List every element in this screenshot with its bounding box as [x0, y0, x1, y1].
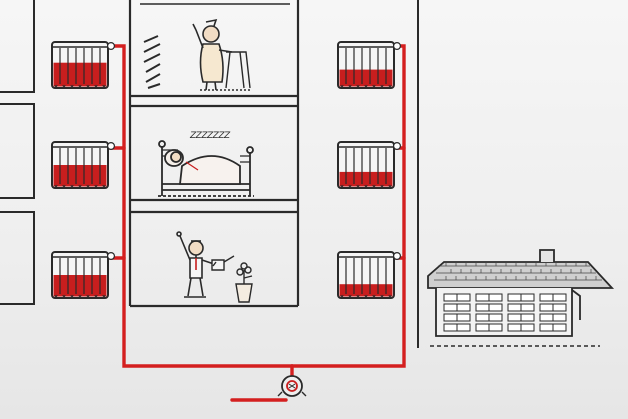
- elderly-person-with-walker: [192, 18, 252, 91]
- return-pipe-right: [290, 44, 406, 368]
- radiator-heat-level: [339, 284, 393, 297]
- left-building: [0, 0, 35, 305]
- room-top: [143, 18, 252, 91]
- radiator-icon: [337, 251, 401, 299]
- bed-icon: [158, 140, 254, 197]
- supply-pipe-left: [108, 44, 294, 368]
- radiator-valve: [106, 251, 115, 261]
- radiator-heat-level: [339, 69, 393, 87]
- radiator-icon: [337, 41, 401, 89]
- radiator-valve: [392, 141, 401, 151]
- room-middle: ZZZZZZZ: [158, 131, 254, 197]
- person-watering-plant: [176, 231, 215, 298]
- radiator-heat-level: [53, 165, 107, 187]
- house-icon: [427, 249, 615, 347]
- radiator-valve: [106, 141, 115, 151]
- radiator-heat-level: [53, 275, 107, 297]
- radiator-valve: [106, 41, 115, 51]
- room-bottom: [176, 231, 253, 303]
- sleep-zzz: ZZZZZZZ: [189, 131, 231, 141]
- radiator-icon: [337, 141, 401, 189]
- radiator-icon: [51, 251, 115, 299]
- watering-can-icon: [211, 255, 235, 271]
- radiators: [51, 41, 401, 299]
- main-building: [128, 0, 300, 308]
- radiator-icon: [51, 41, 115, 89]
- radiator-valve: [392, 41, 401, 51]
- heating-pipes: [108, 44, 406, 402]
- radiator-heat-level: [339, 171, 393, 187]
- radiator-valve: [392, 251, 401, 261]
- window-hatch: [143, 35, 161, 89]
- radiator-heat-level: [53, 62, 107, 87]
- radiator-icon: [51, 141, 115, 189]
- plant-icon: [235, 262, 253, 303]
- pump-icon: [277, 375, 307, 397]
